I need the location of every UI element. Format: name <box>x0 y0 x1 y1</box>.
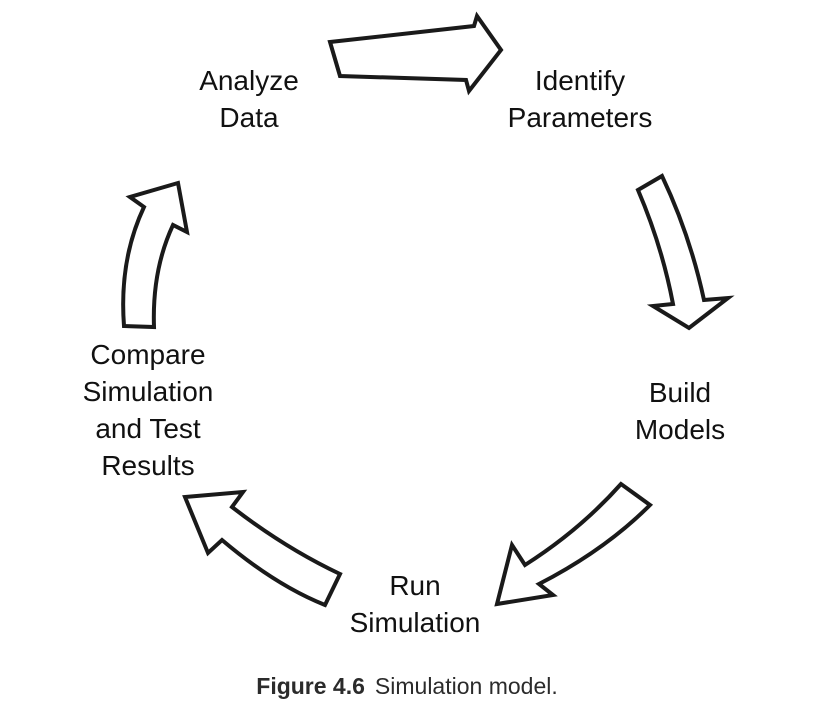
node-run-line-1: Run <box>389 570 441 601</box>
figure-number: Figure 4.6 <box>256 673 365 699</box>
node-compare-line-2: Simulation <box>82 376 214 407</box>
node-run-simulation: Run Simulation <box>325 567 505 641</box>
arrow-run-to-compare <box>182 489 343 608</box>
figure-caption-text: Simulation model. <box>374 673 558 699</box>
arrow-build-to-run <box>494 481 654 607</box>
node-compare-results: Compare Simulation and Test Results <box>58 336 238 484</box>
figure-caption: Figure 4.6 Simulation model. <box>0 673 814 700</box>
cycle-arrows <box>121 11 735 608</box>
node-identify-parameters: Identify Parameters <box>490 62 670 136</box>
node-build-line-2: Models <box>634 414 726 445</box>
arrow-compare-to-analyze <box>121 180 190 330</box>
node-analyze-line-2: Data <box>219 102 279 133</box>
node-build-line-1: Build <box>648 377 712 408</box>
node-build-models: Build Models <box>610 374 750 448</box>
node-compare-line-3: and Test <box>95 413 201 444</box>
node-identify-line-2: Parameters <box>507 102 653 133</box>
node-identify-line-1: Identify <box>534 65 626 96</box>
node-compare-line-1: Compare <box>90 339 206 370</box>
simulation-cycle-diagram: Analyze Data Identify Parameters Build M… <box>58 11 750 641</box>
node-analyze-data: Analyze Data <box>183 62 315 136</box>
node-analyze-line-1: Analyze <box>199 65 299 96</box>
arrow-identify-to-build <box>635 173 735 331</box>
node-compare-line-4: Results <box>101 450 195 481</box>
arrow-analyze-to-identify <box>327 11 504 96</box>
node-run-line-2: Simulation <box>349 607 481 638</box>
